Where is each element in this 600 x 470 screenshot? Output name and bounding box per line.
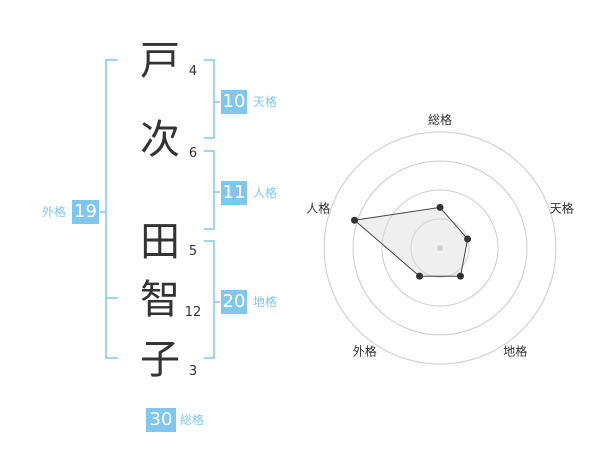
name-char-2: 次	[140, 117, 180, 163]
tenkaku-label: 天格	[253, 95, 278, 109]
radar-axis-label-3: 地格	[503, 344, 527, 359]
radar-point-5	[351, 216, 359, 224]
tenkaku-value: 10	[221, 90, 247, 114]
radar-axis-label-1: 総格	[428, 112, 452, 127]
radar-point-1	[436, 203, 444, 211]
soukaku-value: 30	[146, 408, 176, 432]
gaikaku-value: 19	[72, 200, 99, 224]
name-char-1: 戸	[140, 38, 180, 84]
radar-axis-label-2: 天格	[550, 200, 574, 215]
name-char-5: 子	[140, 337, 180, 383]
radar-point-2	[464, 235, 472, 243]
gaikaku-label: 外格	[42, 205, 67, 219]
chikaku-value: 20	[221, 290, 247, 314]
radar-axis-label-5: 人格	[306, 200, 330, 215]
tenkaku-bracket	[204, 59, 215, 139]
radar-ring-2	[381, 189, 499, 307]
chikaku-label: 地格	[253, 295, 278, 309]
chikaku-bracket	[204, 240, 215, 359]
stroke-count-4: 12	[184, 305, 202, 320]
radar-polygon	[353, 206, 469, 277]
name-char-3: 田	[140, 219, 180, 265]
radar-axis-label-4: 外格	[353, 344, 377, 359]
soukaku-label: 総格	[180, 413, 205, 427]
jinkaku-value: 11	[221, 181, 247, 205]
stroke-count-3: 5	[188, 244, 198, 259]
radar-center	[437, 245, 443, 251]
radar-point-4	[416, 272, 424, 280]
stroke-count-5: 3	[188, 364, 198, 379]
radar-ring-1	[410, 218, 470, 278]
name-char-4: 智	[140, 277, 180, 323]
stroke-count-2: 6	[188, 146, 198, 161]
radar-ring-3	[352, 160, 528, 336]
gaikaku-bracket	[105, 59, 118, 359]
radar-ring-4	[323, 131, 557, 365]
jinkaku-label: 人格	[253, 186, 278, 200]
stroke-count-1: 4	[188, 64, 198, 79]
radar-point-3	[456, 272, 464, 280]
jinkaku-bracket	[204, 150, 215, 230]
